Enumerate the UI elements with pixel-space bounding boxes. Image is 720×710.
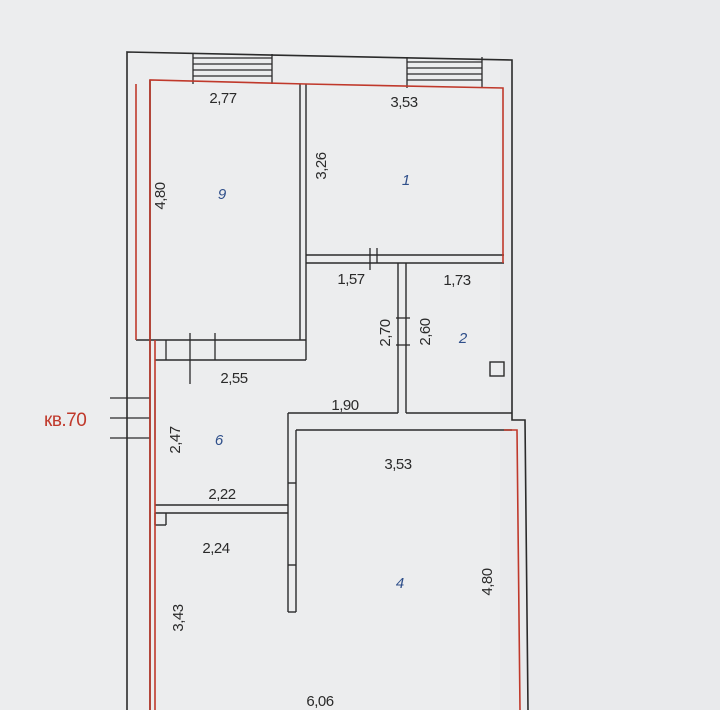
dim-lower-room-length: 3,43 <box>170 604 187 631</box>
windows <box>192 54 483 88</box>
dim-room2-width: 1,73 <box>443 272 470 289</box>
room-number-9: 9 <box>218 186 227 203</box>
dim-room1-width: 3,53 <box>390 94 417 111</box>
dim-room6-length: 2,47 <box>167 426 184 453</box>
room-number-2: 2 <box>458 330 468 347</box>
dim-hall-passage: 1,90 <box>331 397 358 414</box>
dim-room9-width: 2,77 <box>209 90 236 107</box>
dim-room6-width: 2,22 <box>208 486 235 503</box>
dim-room4-width: 3,53 <box>384 456 411 473</box>
dim-room4-length: 4,80 <box>479 568 496 595</box>
dim-hall-width: 2,55 <box>220 370 247 387</box>
room-labels: 9 1 2 6 4 <box>215 172 468 592</box>
dim-bottom-width: 6,06 <box>306 693 333 710</box>
apartment-outline <box>135 79 521 710</box>
room-number-6: 6 <box>215 432 224 449</box>
window-left <box>192 54 273 84</box>
room-number-4: 4 <box>396 575 404 592</box>
dimension-labels: 2,77 3,53 4,80 3,26 1,57 1,73 2,70 2,60 … <box>152 90 496 710</box>
room-number-1: 1 <box>402 172 410 189</box>
dim-lower-room-width: 2,24 <box>202 540 229 557</box>
dim-room9-length: 4,80 <box>152 182 169 209</box>
dim-room2-length: 2,60 <box>417 318 434 345</box>
dim-corridor-width: 1,57 <box>337 271 364 288</box>
window-right <box>406 57 483 88</box>
apartment-label: кв.70 <box>44 410 86 431</box>
dim-corridor-length: 2,70 <box>377 319 394 346</box>
dim-room1-length: 3,26 <box>313 152 330 179</box>
